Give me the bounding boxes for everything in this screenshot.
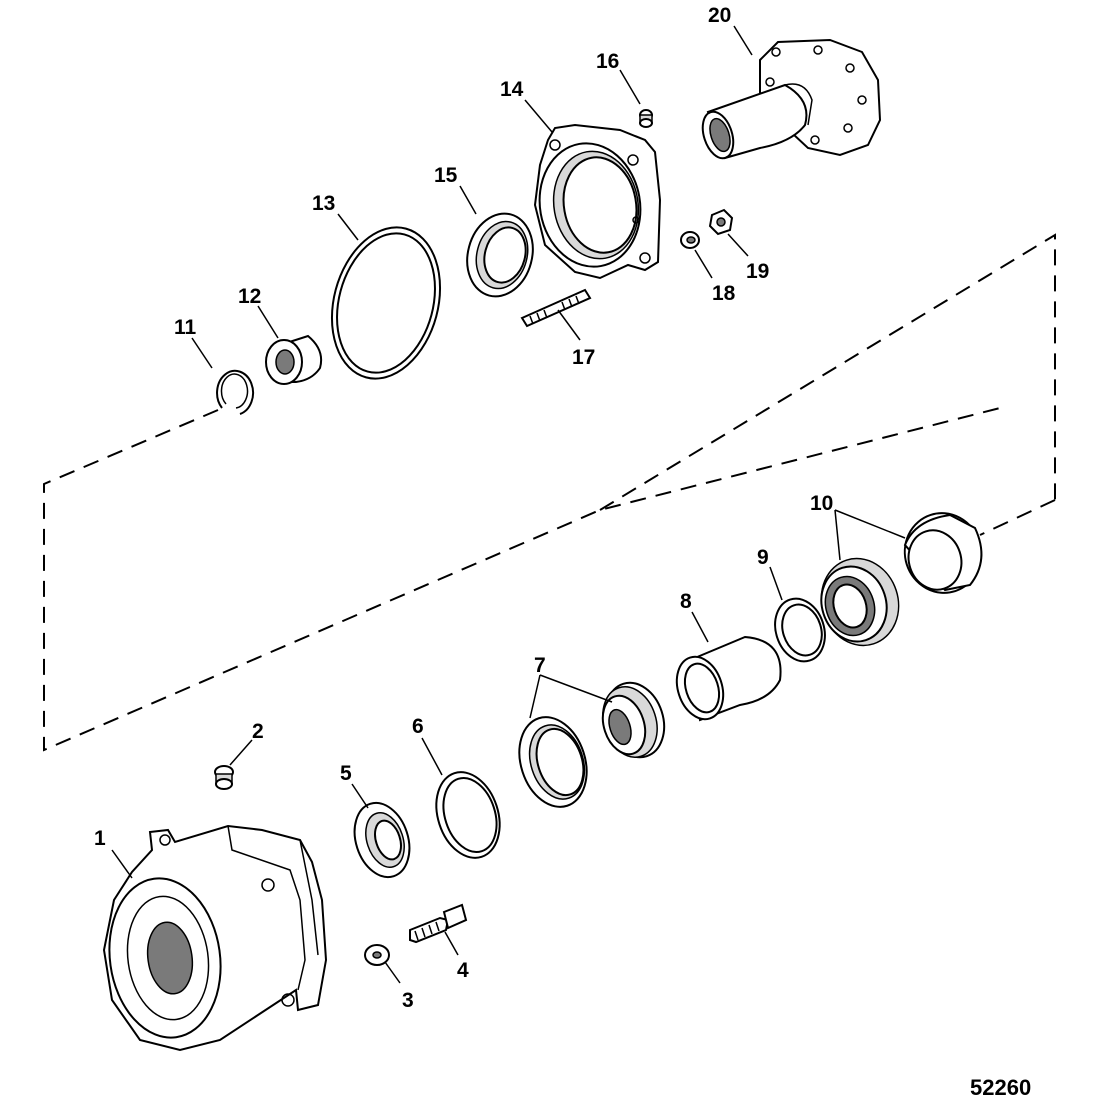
part-8-spacer [675, 635, 782, 722]
callout-12: 12 [238, 285, 261, 308]
part-5-seal [353, 801, 411, 879]
callout-13: 13 [312, 192, 335, 215]
part-13-large-o-ring [330, 226, 442, 380]
callout-15: 15 [434, 164, 458, 187]
callout-16: 16 [596, 50, 619, 73]
callout-10: 10 [810, 492, 833, 515]
part-2-plug [214, 765, 234, 790]
callout-4: 4 [457, 959, 469, 982]
callout-7: 7 [534, 654, 546, 677]
callout-3: 3 [402, 989, 414, 1012]
part-4-bolt [409, 903, 468, 944]
part-15-seal [466, 212, 534, 298]
part-12-bushing [265, 334, 323, 385]
leader-lines [111, 25, 906, 984]
dashed-assembly-path [43, 233, 1056, 752]
part-6-o-ring [435, 771, 501, 859]
callout-labels: 1 2 3 4 5 6 7 8 9 10 11 12 13 14 15 16 1… [94, 4, 833, 1012]
callout-18: 18 [712, 282, 736, 305]
callout-11: 11 [174, 316, 197, 339]
callout-5: 5 [340, 762, 352, 785]
part-3-washer [364, 944, 390, 966]
part-11-retaining-ring [216, 369, 254, 415]
part-16-plug [639, 109, 653, 128]
callout-17: 17 [572, 346, 595, 369]
part-7-bearing [518, 681, 666, 808]
callout-14: 14 [500, 78, 524, 101]
callout-6: 6 [412, 715, 424, 738]
figure-number: 52260 [970, 1075, 1031, 1100]
callout-1: 1 [94, 827, 106, 850]
part-14-bearing-carrier [533, 123, 662, 280]
part-18-washer [680, 231, 700, 249]
part-10-bearing [820, 512, 983, 647]
callout-8: 8 [680, 590, 692, 613]
callout-19: 19 [746, 260, 769, 283]
part-17-stud [520, 288, 592, 328]
part-20-output-flange [701, 38, 882, 160]
part-9-o-ring [774, 597, 826, 663]
callout-20: 20 [708, 4, 731, 27]
part-1-housing [102, 824, 328, 1052]
callout-9: 9 [757, 546, 769, 569]
part-19-nut [708, 208, 734, 236]
callout-2: 2 [252, 720, 264, 743]
